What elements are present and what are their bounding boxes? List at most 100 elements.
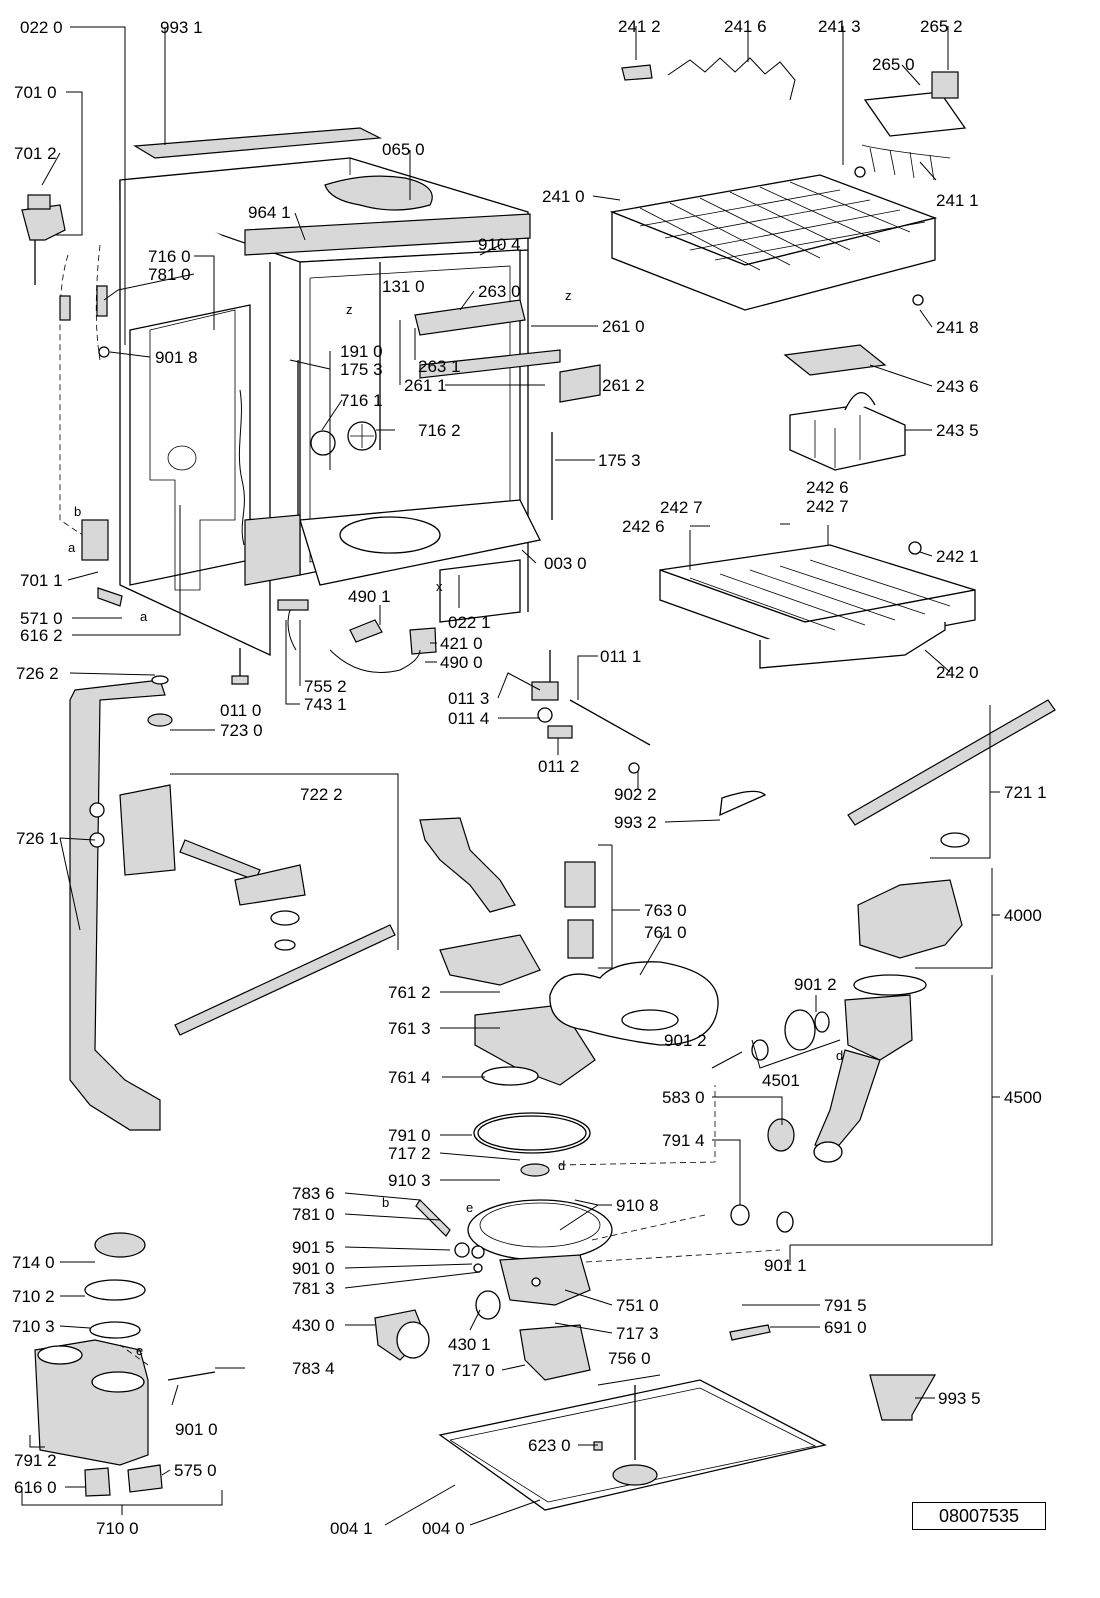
part-label: 717 2 <box>388 1144 431 1163</box>
part-label: 761 3 <box>388 1019 431 1038</box>
part-label: 261 1 <box>404 376 447 395</box>
part-label: 781 3 <box>292 1279 335 1298</box>
part-label: 430 0 <box>292 1316 335 1335</box>
part-label: 761 0 <box>644 923 687 942</box>
part-label: 265 0 <box>872 55 915 74</box>
part-label: 583 0 <box>662 1088 705 1107</box>
part-label: 4501 <box>762 1071 800 1090</box>
part-label: 761 2 <box>388 983 431 1002</box>
part-label: 901 0 <box>292 1259 335 1278</box>
part-label: 242 0 <box>936 663 979 682</box>
letter-mark: d <box>558 1158 565 1173</box>
part-label: 751 0 <box>616 1296 659 1315</box>
document-number: 08007535 <box>912 1502 1046 1530</box>
part-label: 743 1 <box>304 695 347 714</box>
part-label: 910 4 <box>478 235 521 254</box>
base-plate-drawing <box>438 1324 937 1511</box>
connector-guides <box>119 1085 781 1366</box>
part-label: 717 3 <box>616 1324 659 1343</box>
part-label: 716 0 <box>148 247 191 266</box>
part-label: 993 1 <box>160 18 203 37</box>
part-label: 4500 <box>1004 1088 1042 1107</box>
part-label: 616 2 <box>20 626 63 645</box>
part-label: 241 0 <box>542 187 585 206</box>
part-label: 571 0 <box>20 609 63 628</box>
part-label: 710 3 <box>12 1317 55 1336</box>
part-label: 011 4 <box>448 709 489 728</box>
part-label: 901 5 <box>292 1238 335 1257</box>
part-label: 726 2 <box>16 664 59 683</box>
part-label: 065 0 <box>382 140 425 159</box>
part-label: 242 7 <box>660 498 703 517</box>
letter-mark: e <box>466 1200 473 1215</box>
part-label: 011 1 <box>600 647 641 666</box>
part-label: 022 0 <box>20 18 63 37</box>
part-label: 421 0 <box>440 634 483 653</box>
letter-mark: e <box>136 1343 143 1358</box>
part-label: 430 1 <box>448 1335 491 1354</box>
part-label: 242 6 <box>806 478 849 497</box>
part-label: 241 2 <box>618 17 661 36</box>
part-label: 623 0 <box>528 1436 571 1455</box>
part-label: 011 2 <box>538 757 579 776</box>
part-label: 261 0 <box>602 317 645 336</box>
part-label: 791 5 <box>824 1296 867 1315</box>
part-label: 242 6 <box>622 517 665 536</box>
part-label: 011 3 <box>448 689 489 708</box>
part-label: 616 0 <box>14 1478 57 1497</box>
part-label: 716 1 <box>340 391 383 410</box>
inlet-hose-drawing <box>21 194 123 607</box>
part-label: 901 2 <box>664 1031 707 1050</box>
part-label: 791 0 <box>388 1126 431 1145</box>
part-label: 701 2 <box>14 144 57 163</box>
upper-rack-drawing <box>609 57 967 311</box>
part-label: 241 1 <box>936 191 979 210</box>
letter-mark: z <box>565 288 572 303</box>
part-label: 242 7 <box>806 497 849 516</box>
part-label: 910 3 <box>388 1171 431 1190</box>
part-label: 716 2 <box>418 421 461 440</box>
tub-cabinet-drawing <box>119 127 601 657</box>
cutlery-basket-drawing <box>783 344 906 471</box>
part-label: 490 1 <box>348 587 391 606</box>
part-label: 901 0 <box>175 1420 218 1439</box>
part-label: 263 0 <box>478 282 521 301</box>
letter-mark: a <box>68 540 76 555</box>
part-label: 022 1 <box>448 613 491 632</box>
part-label: 261 2 <box>602 376 645 395</box>
part-label: 263 1 <box>418 357 461 376</box>
part-label: 4000 <box>1004 906 1042 925</box>
part-label: 191 0 <box>340 342 383 361</box>
part-label: 723 0 <box>220 721 263 740</box>
part-label: 722 2 <box>300 785 343 804</box>
part-label: 901 2 <box>794 975 837 994</box>
part-label: 265 2 <box>920 17 963 36</box>
part-label: 791 4 <box>662 1131 705 1150</box>
part-label: 490 0 <box>440 653 483 672</box>
part-label: 791 2 <box>14 1451 57 1470</box>
part-label: 131 0 <box>382 277 425 296</box>
part-label: 756 0 <box>608 1349 651 1368</box>
part-label: 901 8 <box>155 348 198 367</box>
part-label: 993 5 <box>938 1389 981 1408</box>
letter-mark: d <box>836 1048 843 1063</box>
letter-marks: z z x b a a b e e d d <box>68 288 843 1358</box>
part-label: 701 1 <box>20 571 63 590</box>
part-label: 242 1 <box>936 547 979 566</box>
part-label: 175 3 <box>340 360 383 379</box>
part-label: 004 1 <box>330 1519 373 1538</box>
part-label: 575 0 <box>174 1461 217 1480</box>
part-label: 763 0 <box>644 901 687 920</box>
sump-and-filter-drawing <box>374 817 719 1381</box>
part-label: 710 2 <box>12 1287 55 1306</box>
part-label: 902 2 <box>614 785 657 804</box>
part-label: 710 0 <box>96 1519 139 1538</box>
letter-mark: z <box>346 302 353 317</box>
lower-spray-arm-drawing <box>119 784 396 1036</box>
water-feed-tube-drawing <box>69 675 173 1131</box>
part-label: 993 2 <box>614 813 657 832</box>
part-label: 717 0 <box>452 1361 495 1380</box>
part-label: 243 6 <box>936 377 979 396</box>
part-label: 755 2 <box>304 677 347 696</box>
